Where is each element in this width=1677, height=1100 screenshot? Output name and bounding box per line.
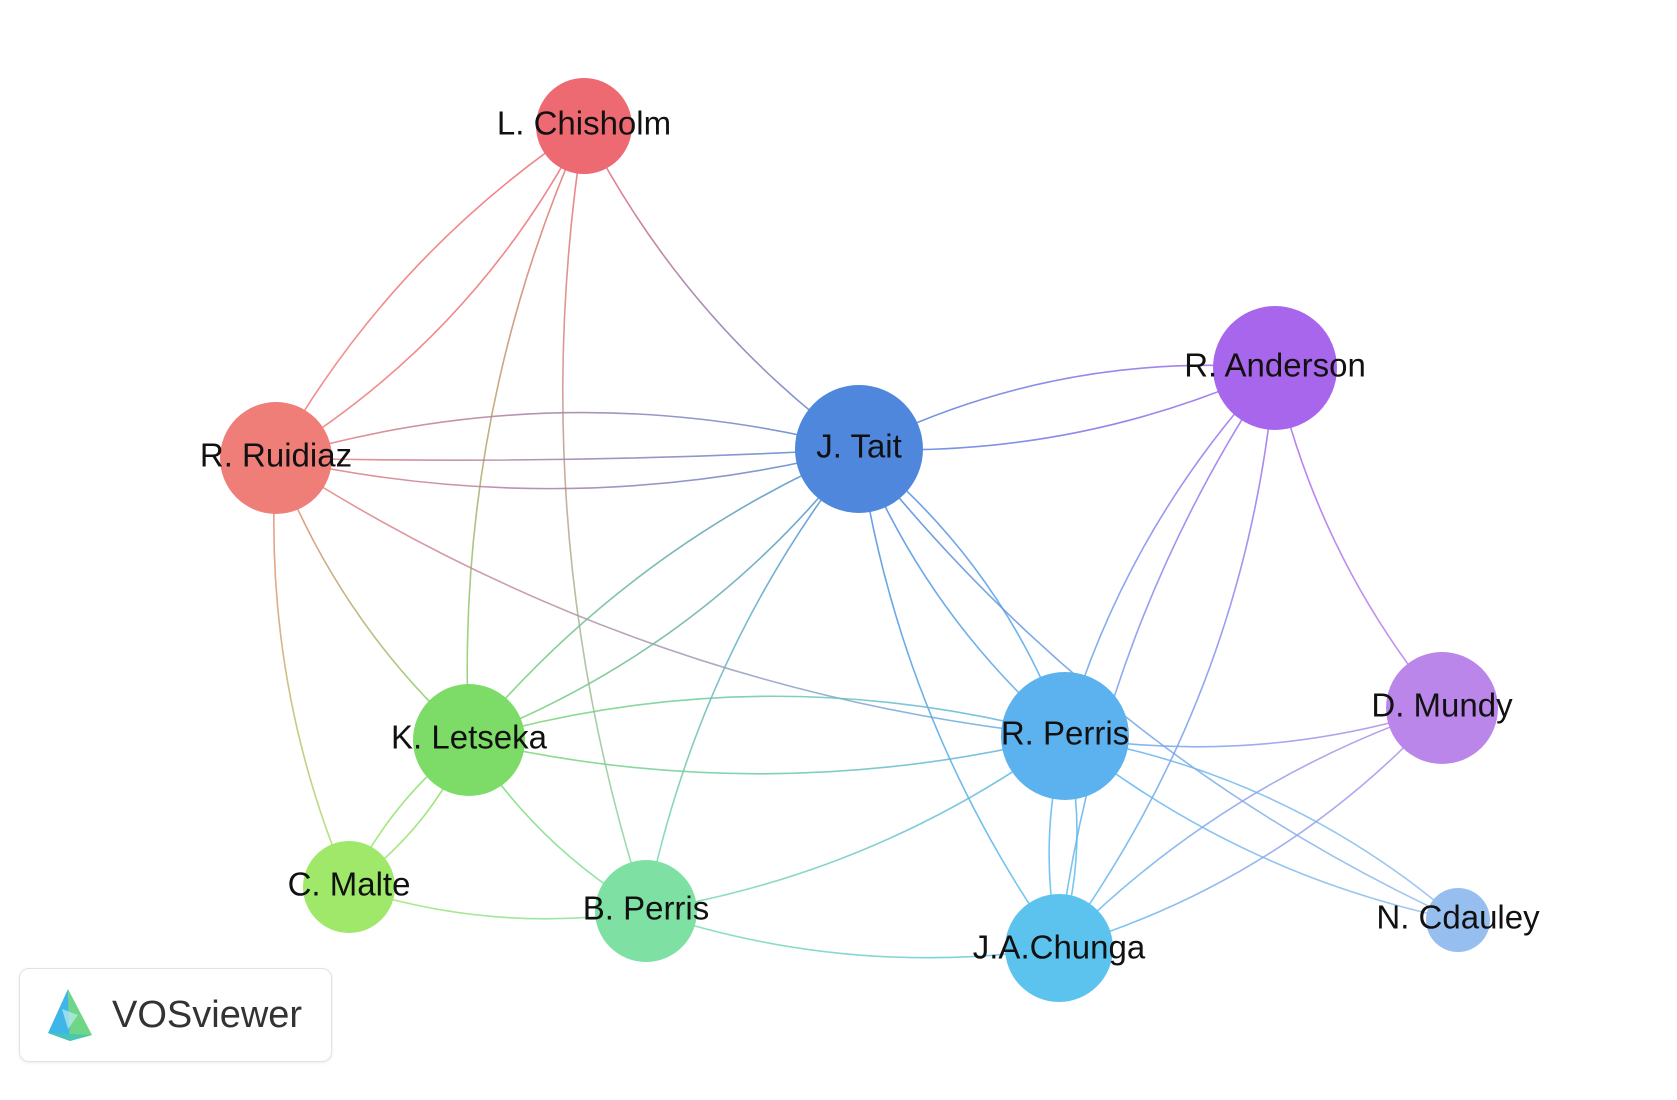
node-circle[interactable] — [795, 385, 923, 513]
node-label: J. Tait — [816, 428, 902, 465]
node-label: C. Malte — [288, 866, 411, 903]
node-letseka[interactable]: K. Letseka — [391, 684, 548, 796]
edge-ruidiaz-tait — [275, 448, 860, 490]
node-tait[interactable]: J. Tait — [795, 385, 923, 513]
edge-tait-letseka — [468, 448, 860, 741]
node-circle[interactable] — [536, 78, 632, 174]
node-label: R. Perris — [1001, 715, 1129, 752]
node-label: K. Letseka — [391, 719, 548, 756]
edge-anderson-chunga — [1058, 367, 1276, 949]
edge-mundy-chunga — [1058, 707, 1443, 949]
vosviewer-logo-icon — [48, 989, 92, 1041]
node-label: J.A.Chunga — [973, 929, 1146, 966]
edge-ruidiaz-tait — [275, 411, 860, 459]
node-ruidiaz[interactable]: R. Ruidiaz — [200, 402, 352, 514]
vosviewer-logo: VOSviewer — [19, 968, 332, 1062]
edge-tait-cdauley — [858, 448, 1459, 921]
node-cdauley[interactable]: N. Cdauley — [1376, 888, 1540, 952]
node-label: R. Ruidiaz — [200, 437, 352, 474]
edge-anderson-chunga — [1058, 367, 1276, 949]
node-bperris[interactable]: B. Perris — [583, 860, 710, 962]
node-circle[interactable] — [220, 402, 332, 514]
edge-mundy-chunga — [1058, 707, 1443, 949]
node-anderson[interactable]: R. Anderson — [1184, 306, 1366, 430]
node-chunga[interactable]: J.A.Chunga — [973, 894, 1146, 1002]
node-label: D. Mundy — [1371, 687, 1513, 724]
node-mundy[interactable]: D. Mundy — [1371, 652, 1513, 764]
node-circle[interactable] — [1426, 888, 1490, 952]
edge-chisholm-letseka — [466, 125, 585, 741]
logo-text: VOSviewer — [112, 993, 303, 1036]
node-label: L. Chisholm — [497, 105, 671, 142]
node-chisholm[interactable]: L. Chisholm — [497, 78, 671, 174]
edge-chisholm-ruidiaz — [275, 125, 585, 459]
node-circle[interactable] — [595, 860, 697, 962]
edge-chisholm-ruidiaz — [275, 125, 585, 459]
nodes-layer: L. Chisholm R. Ruidiaz J. Tait R. AndersonK… — [200, 78, 1540, 1002]
edge-ruidiaz-rperris — [275, 457, 1066, 737]
node-label: N. Cdauley — [1376, 899, 1540, 936]
edge-ruidiaz-malte — [273, 457, 350, 888]
edges-layer — [273, 125, 1459, 959]
node-circle[interactable] — [1213, 306, 1337, 430]
edge-ruidiaz-tait — [275, 448, 860, 461]
edge-bperris-chunga — [645, 910, 1060, 959]
edge-letseka-rperris — [468, 695, 1066, 741]
edge-chisholm-bperris — [562, 125, 647, 912]
edge-letseka-rperris — [468, 735, 1066, 775]
edge-tait-bperris — [645, 448, 860, 912]
node-label: B. Perris — [583, 890, 710, 927]
edge-tait-letseka — [468, 448, 860, 741]
node-circle[interactable] — [1386, 652, 1498, 764]
node-label: R. Anderson — [1184, 347, 1366, 384]
node-circle[interactable] — [303, 841, 395, 933]
node-rperris[interactable]: R. Perris — [1001, 672, 1129, 800]
node-malte[interactable]: C. Malte — [288, 841, 411, 933]
edge-tait-chunga — [858, 448, 1060, 949]
node-circle[interactable] — [1001, 672, 1129, 800]
node-circle[interactable] — [413, 684, 525, 796]
edge-bperris-rperris — [645, 735, 1066, 912]
node-circle[interactable] — [1005, 894, 1113, 1002]
